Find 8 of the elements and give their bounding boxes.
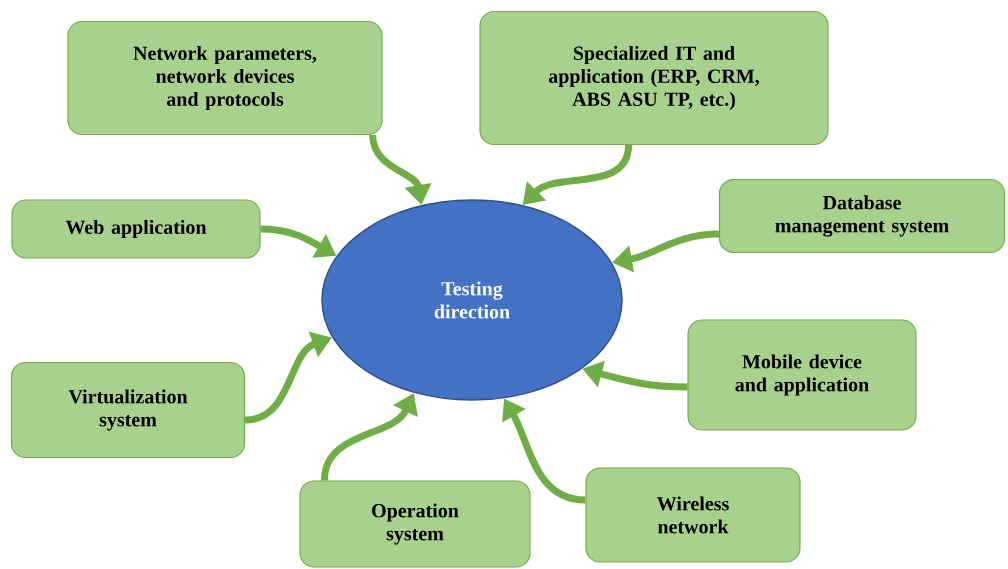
process-box: Specialized IT and application (ERP, CRM, ABS ASU TP, etc.)	[479, 10, 829, 146]
process-box: Web application	[11, 199, 261, 259]
process-box: Virtualization system	[10, 361, 246, 459]
process-box: Wireless network	[585, 467, 801, 563]
process-box: Database management system	[718, 178, 1006, 254]
process-box: Network parameters, network devices and protocols	[67, 20, 383, 136]
process-box: Operation system	[299, 480, 531, 568]
process-box: Mobile device and application	[687, 319, 917, 431]
